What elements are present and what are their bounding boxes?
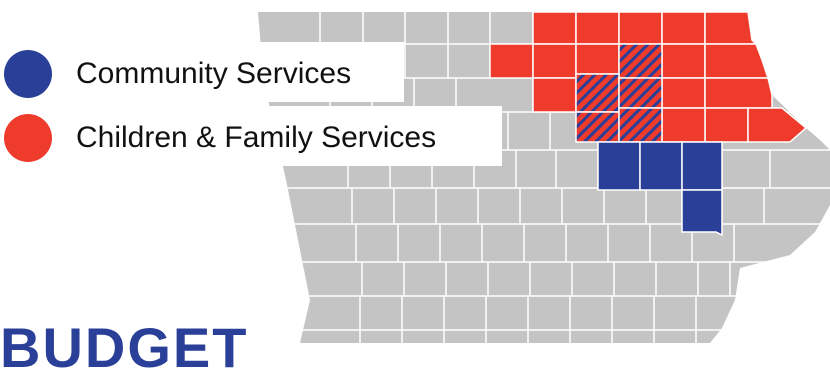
- children-family-county: [661, 77, 706, 109]
- children-family-county: [618, 11, 663, 45]
- children-family-services-dot-icon: [4, 114, 52, 162]
- legend-label-children-family-services: Children & Family Services: [76, 121, 437, 154]
- community-county: [681, 189, 723, 237]
- community-county: [681, 141, 723, 191]
- children-family-county: [489, 43, 534, 79]
- legend-label-community-services: Community Services: [76, 57, 352, 90]
- service-counties: [489, 11, 808, 237]
- page-heading: BUDGET: [0, 316, 249, 379]
- legend-bg-children: [0, 106, 502, 166]
- children-family-county: [704, 43, 770, 79]
- children-family-county: [575, 43, 620, 75]
- shared-county: [575, 73, 620, 113]
- children-family-county: [704, 77, 773, 109]
- children-family-county: [704, 11, 758, 45]
- community-services-dot-icon: [4, 50, 52, 98]
- shared-county: [618, 77, 663, 109]
- shared-county: [575, 111, 620, 143]
- shared-county: [618, 43, 663, 79]
- shared-county: [618, 107, 663, 143]
- children-family-county: [661, 11, 706, 45]
- children-family-county: [747, 107, 808, 143]
- community-county: [639, 141, 683, 191]
- legend-bg-community: [0, 42, 404, 102]
- children-family-county: [575, 11, 620, 45]
- children-family-county: [661, 107, 706, 143]
- children-family-county: [704, 107, 749, 143]
- county-map: [258, 11, 830, 343]
- community-county: [597, 141, 641, 191]
- children-family-county: [661, 43, 706, 79]
- children-family-county: [532, 77, 577, 113]
- children-family-county: [532, 43, 577, 79]
- children-family-county: [532, 11, 577, 45]
